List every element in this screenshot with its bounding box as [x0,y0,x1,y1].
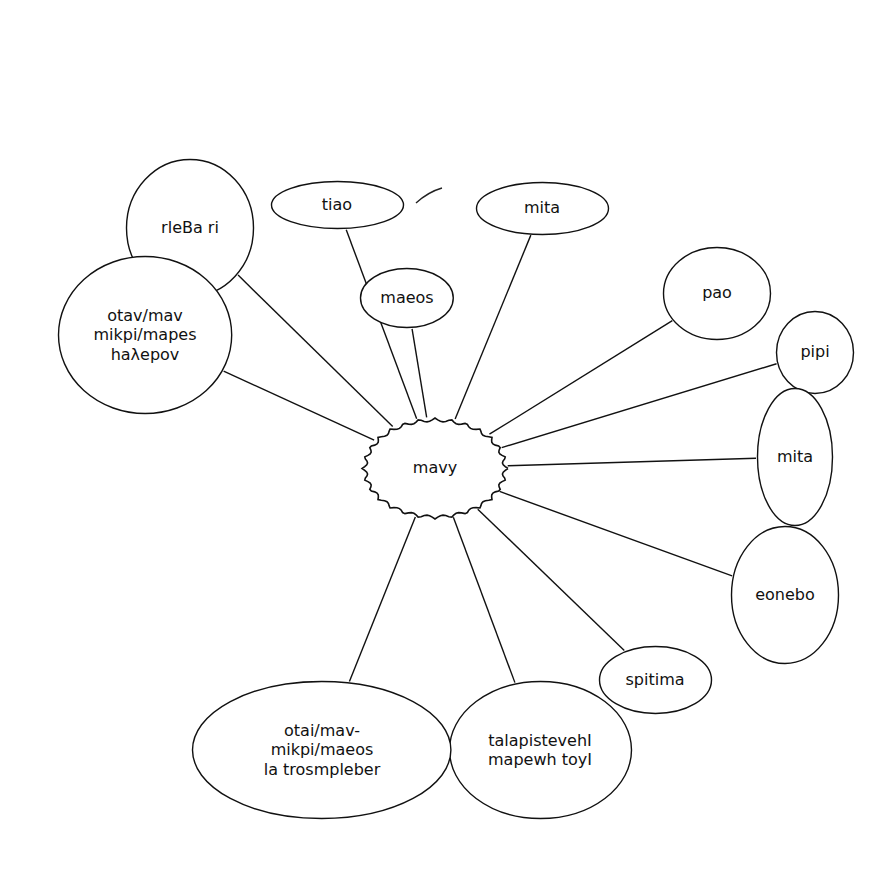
bubble-ellipse [361,269,454,328]
idea-bubble: pipi [775,310,855,395]
node-text: spitima [625,670,684,689]
bubble-ellipse [476,182,608,234]
node-text: talapistevehI [488,731,592,750]
connector-line [453,517,515,682]
text-holder: mita [777,447,813,466]
bubble-ellipse [777,311,854,393]
connector-line [508,458,756,466]
node-text: rleBa ri [161,218,219,237]
connector-line [224,371,375,440]
text-holder: pipi [800,342,829,361]
connector-line [455,235,531,419]
node-text: pipi [800,342,829,361]
text-holder: spitima [625,670,684,689]
node-text: otai/mav- mikpi/maeos [237,721,407,759]
text-holder: tiao [322,195,352,214]
bubble-ellipse [58,257,231,414]
bubble-ellipse [664,247,771,339]
node-text: la trosmpleber [264,760,381,779]
bubble-ellipse [193,682,451,819]
text-holder: mavy [413,458,457,477]
node-text: otav/mav mikpi/mapes haλepov [90,306,200,364]
idea-bubble: maeos [359,267,455,329]
bubble-ellipse [449,682,631,819]
text-holder: eonebo [755,585,815,604]
node-text: mita [524,198,560,217]
bubble-ellipse [732,527,839,664]
idea-bubble: pao [662,246,772,341]
text-holder: talapistevehImapewh toyI [488,731,592,769]
node-text: pao [702,283,732,302]
idea-bubble: tiao [270,180,405,230]
bubble-ellipse [271,182,403,229]
cloud-path [362,418,508,519]
idea-bubble: mita [756,387,834,527]
connector-line [478,509,625,650]
connector-line [502,364,777,448]
node-text: tiao [322,195,352,214]
node-text: eonebo [755,585,815,604]
connector-line [349,517,415,682]
idea-bubble: talapistevehImapewh toyI [448,680,633,820]
idea-bubble: otav/mav mikpi/mapes haλepov [57,255,233,415]
idea-bubble: eonebo [730,525,840,665]
text-holder: rleBa ri [161,218,219,237]
bubble-ellipse [758,389,833,526]
connector-line [412,329,427,418]
text-holder: pao [702,283,732,302]
node-text: maeos [380,288,433,307]
node-text: mapewh toyI [488,750,592,769]
idea-bubble: otai/mav- mikpi/maeosla trosmpleber [191,680,452,820]
text-holder: maeos [380,288,433,307]
connector-group [224,230,777,683]
bubble-ellipse [599,647,711,714]
node-text: mita [777,447,813,466]
central-cloud: mavy [360,416,510,521]
text-holder: mita [524,198,560,217]
idea-bubble: spitima [598,645,713,715]
idea-bubble: mita [475,181,610,236]
text-holder: otav/mav mikpi/mapes haλepov [90,306,200,364]
pencil-stroke [416,188,442,203]
node-text: mavy [413,458,457,477]
text-holder: otai/mav- mikpi/maeosla trosmpleber [237,721,407,779]
connector-line [489,321,672,435]
